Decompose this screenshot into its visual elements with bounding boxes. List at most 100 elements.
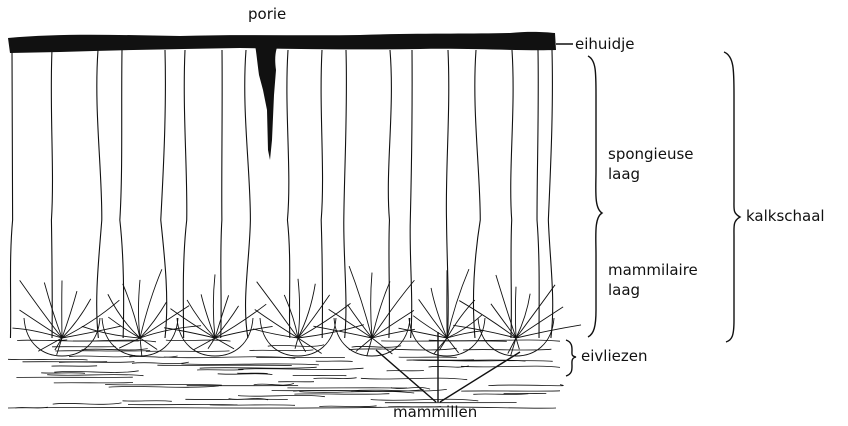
mammilla-radial-line <box>140 302 166 338</box>
mammilla-radial-line <box>298 284 315 338</box>
mammilla-radial-line <box>215 304 266 338</box>
mammillary-layer-brace <box>588 255 596 337</box>
membrane-fiber <box>352 346 402 348</box>
column-boundary <box>473 50 480 338</box>
membrane-fiber <box>53 403 122 404</box>
mammilla-radial-line <box>431 288 447 338</box>
shell-brace <box>724 52 740 342</box>
membranes-brace <box>566 340 576 376</box>
mammilla-radial-line <box>201 294 215 338</box>
membrane-fiber <box>8 359 88 360</box>
mammilla-radial-line <box>349 266 372 338</box>
spongy-layer-brace <box>588 56 602 255</box>
column-boundary <box>548 50 552 338</box>
spongy-layer-label-line2: laag <box>608 166 640 183</box>
mammilla-radial-line <box>213 274 215 338</box>
membrane-fiber <box>41 373 85 374</box>
column-boundary <box>321 50 322 338</box>
mammilla-radial-line <box>139 280 140 338</box>
mammilla-radial-line <box>62 299 91 338</box>
membrane-fiber <box>123 401 172 402</box>
mammilla-radial-line <box>44 283 62 338</box>
mammilla-radial-line <box>372 281 390 338</box>
membrane-fiber <box>109 386 219 387</box>
membrane-fiber <box>361 378 467 380</box>
mammilla-radial-line <box>447 338 459 353</box>
membrane-fiber <box>254 383 294 385</box>
pore-canal <box>254 40 280 160</box>
mammilla-radial-line <box>284 295 298 338</box>
column-boundary <box>120 50 124 338</box>
mammilla-radial-line <box>348 305 372 338</box>
mammillary-layer-label-line1: mammilaire <box>608 262 698 279</box>
membrane-fiber <box>181 364 319 365</box>
mammilla-radial-line <box>516 338 519 349</box>
mammilla-radial-line <box>419 299 447 338</box>
mammilla-radial-line <box>295 338 298 349</box>
column-boundary <box>511 50 513 338</box>
shell-label: kalkschaal <box>746 208 825 225</box>
membrane-fiber <box>55 351 150 352</box>
mammilla-radial-line <box>257 282 298 338</box>
column-boundary <box>245 50 251 338</box>
shell-membrane-fibers <box>8 340 563 408</box>
membrane-fiber <box>164 357 295 359</box>
membrane-fiber <box>319 406 376 407</box>
membrane-fiber <box>132 362 189 364</box>
membrane-fiber <box>371 399 479 401</box>
mammilla-radial-line <box>140 269 162 338</box>
mammilla-radial-line <box>496 275 516 338</box>
membrane-fiber <box>69 355 135 356</box>
column-boundary <box>388 50 391 338</box>
mammilla-radial-line <box>516 294 530 338</box>
label-brackets <box>376 44 740 402</box>
membrane-fiber <box>294 394 389 395</box>
column-boundary <box>410 50 412 338</box>
mammilla-radial-line <box>356 338 372 351</box>
mammilla-radial-line <box>453 325 516 338</box>
column-boundary <box>221 50 222 338</box>
column-boundary <box>537 50 539 338</box>
column-boundary <box>97 50 102 338</box>
cuticle-band <box>8 32 556 53</box>
mammilla-radial-line <box>298 279 300 338</box>
mammillary-layer-label-line2: laag <box>608 282 640 299</box>
mammilla-radial-line <box>215 338 234 349</box>
mammilla-radial-line <box>399 328 447 338</box>
mammilla-radial-line <box>459 301 516 338</box>
mammilla-radial-line <box>19 310 62 338</box>
membrane-fiber <box>54 371 138 373</box>
membrane-fiber <box>488 385 563 386</box>
mammilla-radial-line <box>371 273 372 338</box>
membrane-fiber <box>105 384 222 385</box>
membrane-fiber <box>238 395 325 396</box>
column-boundary <box>161 50 167 338</box>
mammilla-radial-line <box>516 285 555 338</box>
calcite-columns <box>10 50 552 338</box>
mammilla-radial-line <box>298 325 364 338</box>
membranes-label: eivliezen <box>581 348 647 365</box>
membrane-fiber <box>47 375 143 376</box>
column-boundary <box>287 50 290 338</box>
membrane-fiber <box>314 378 357 379</box>
membrane-fiber <box>461 366 560 367</box>
mammilla-radial-line <box>119 338 140 348</box>
membrane-fiber <box>200 367 317 368</box>
mammilla-radial-line <box>447 331 484 338</box>
mammilla-radial-line <box>515 287 516 338</box>
mammilla-radial-line <box>140 338 157 349</box>
mammilla-radial-line <box>298 295 330 338</box>
column-boundary <box>51 50 52 338</box>
column-boundary <box>10 50 12 338</box>
membrane-fiber <box>82 349 148 350</box>
mammilla-radial-line <box>372 338 392 354</box>
membrane-fiber <box>249 350 313 351</box>
cuticle-label: eihuidje <box>575 36 635 53</box>
pore-label: porie <box>248 6 286 23</box>
column-boundary <box>344 50 347 338</box>
column-boundary <box>183 50 187 338</box>
membrane-fiber <box>218 374 273 375</box>
mammillae-label: mammillen <box>393 404 477 421</box>
spongy-layer-label-line1: spongieuse <box>608 146 694 163</box>
